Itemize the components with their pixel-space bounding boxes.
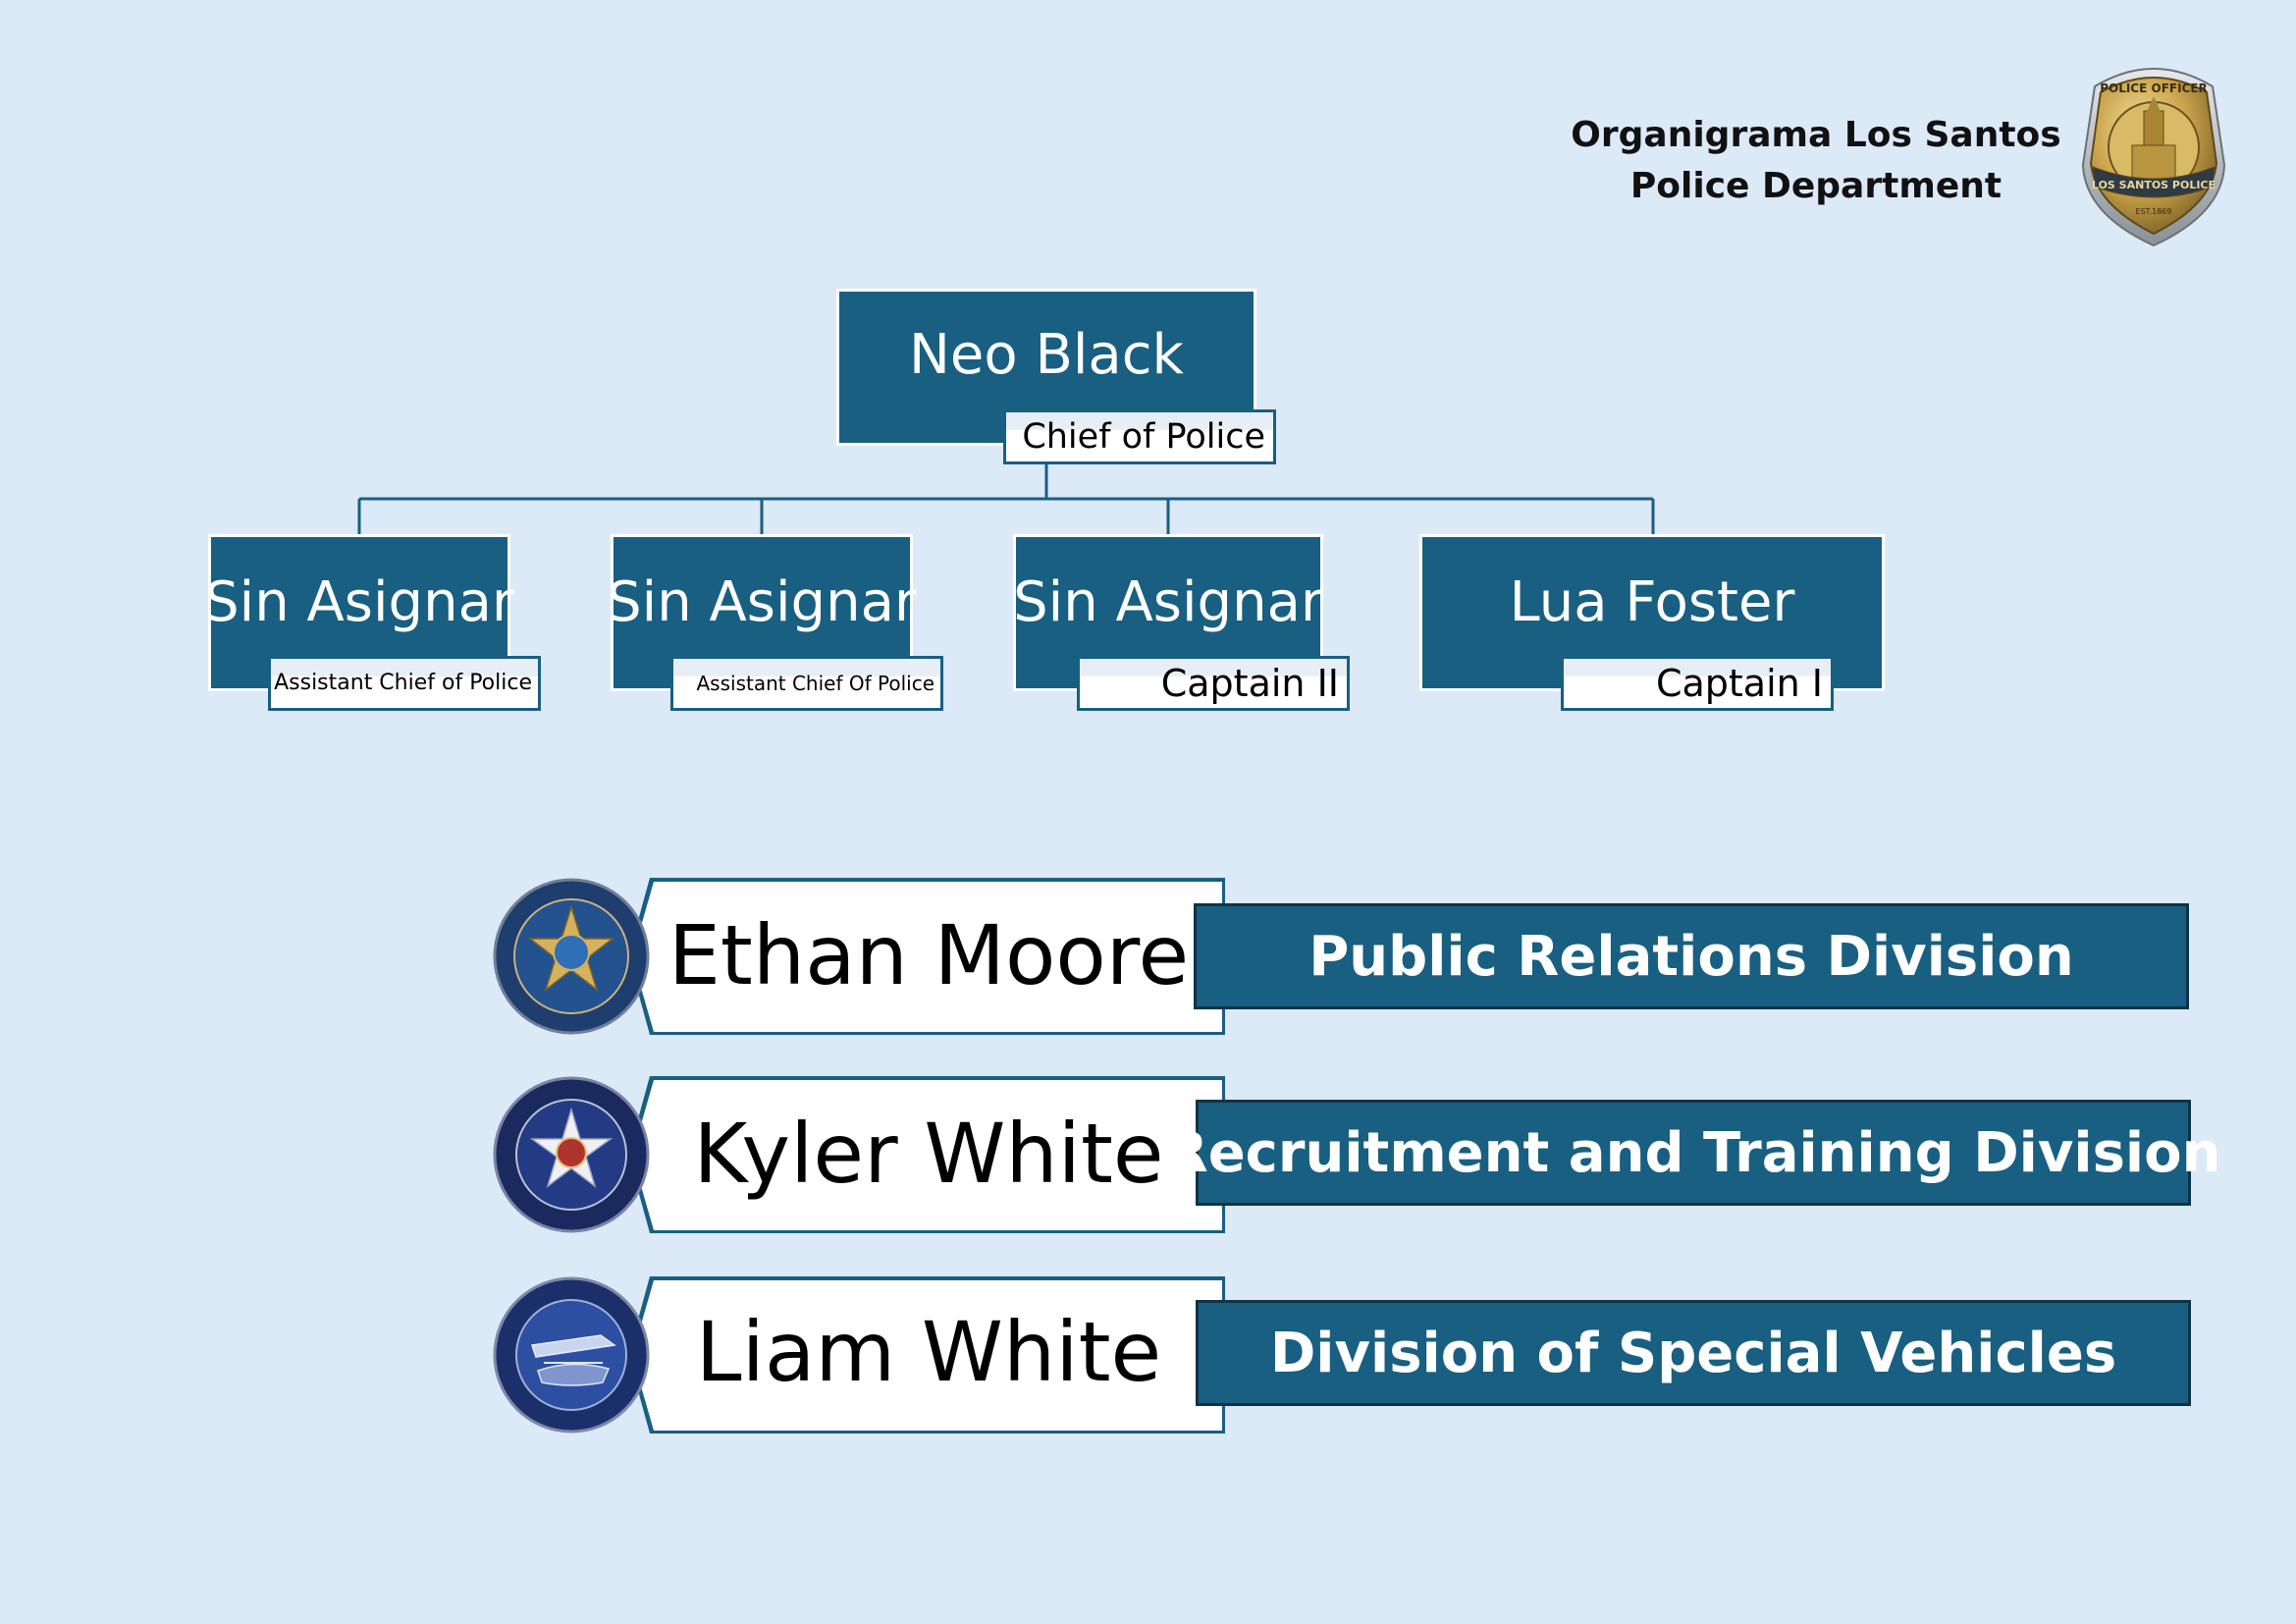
page-title-line-1: Organigrama Los Santos: [1571, 115, 2061, 155]
svg-text:LOS SANTOS POLICE: LOS SANTOS POLICE: [2092, 179, 2216, 191]
page-title: Organigrama Los Santos Police Department: [1531, 110, 2101, 212]
report-name-1: Sin Asignar: [204, 570, 514, 634]
report-name-2: Sin Asignar: [607, 570, 917, 634]
division-title-1: Public Relations Division: [1194, 903, 2189, 1009]
report-role-label-3: Captain II: [1077, 656, 1350, 711]
report-name-4: Lua Foster: [1509, 570, 1795, 634]
report-name-3: Sin Asignar: [1013, 570, 1323, 634]
public-relations-seal-icon: [493, 878, 650, 1035]
division-person-name-1: Ethan Moore: [667, 907, 1190, 1003]
division-name-card-3: [632, 1280, 1222, 1431]
division-title-3: Division of Special Vehicles: [1196, 1300, 2191, 1406]
svg-text:EST.1869: EST.1869: [2136, 207, 2172, 216]
recruitment-training-seal-icon: [493, 1076, 650, 1233]
special-vehicles-seal-icon: [493, 1276, 650, 1434]
report-role-label-4: Captain I: [1561, 656, 1834, 711]
division-name-card-1: [632, 882, 1222, 1032]
page-title-line-2: Police Department: [1629, 166, 2002, 206]
division-name-card-2: [632, 1080, 1222, 1230]
svg-text:POLICE OFFICER: POLICE OFFICER: [2100, 81, 2208, 95]
police-badge-logo: LOS SANTOS POLICE POLICE OFFICER EST.186…: [2075, 57, 2232, 249]
division-title-2: Recruitment and Training Division: [1166, 1100, 2220, 1206]
chief-name: Neo Black: [909, 323, 1184, 387]
division-person-name-2: Kyler White: [693, 1106, 1164, 1202]
report-role-label-1: Assistant Chief of Police: [268, 656, 541, 711]
report-role-label-2: Assistant Chief Of Police: [670, 656, 943, 711]
division-person-name-3: Liam White: [695, 1304, 1162, 1400]
chief-role-label: Chief of Police: [1003, 409, 1276, 464]
